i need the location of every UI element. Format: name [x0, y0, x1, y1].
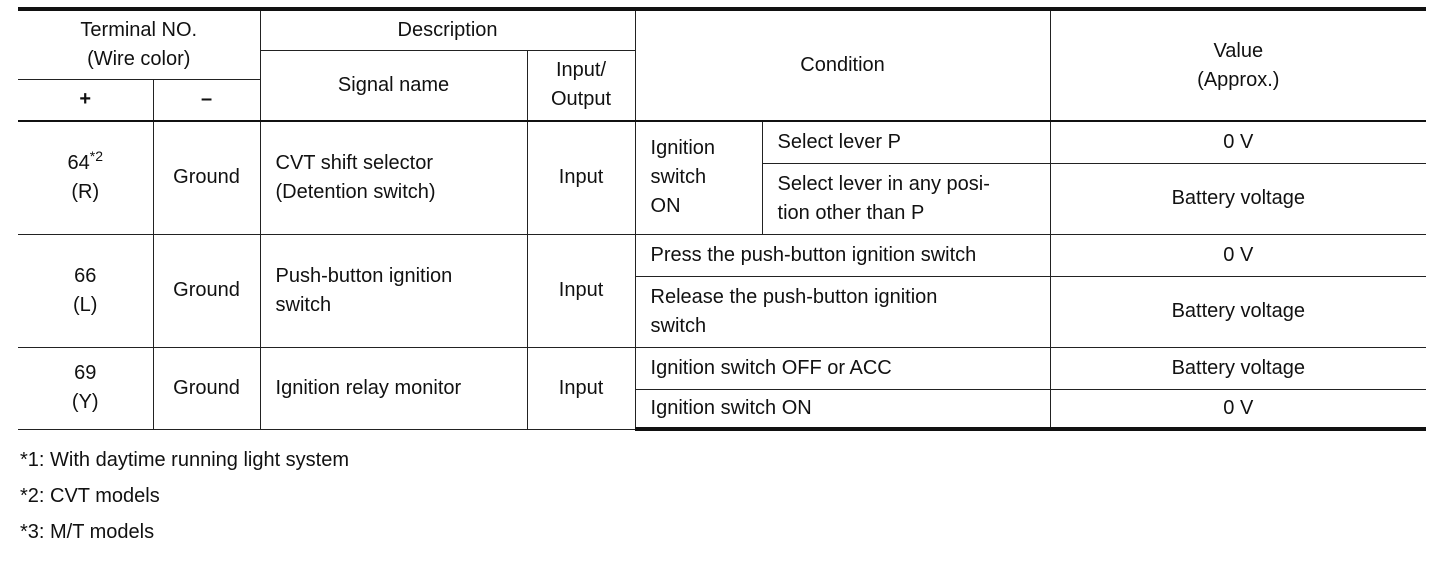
- header-row-2: Signal name Input/ Output: [18, 49, 1426, 122]
- header-value-line1: Value: [1213, 39, 1264, 62]
- condition: Ignition switch OFF or ACC: [634, 346, 1051, 390]
- condition: Press the push-button ignition switch: [634, 233, 1051, 277]
- terminal-cell: 69 (Y): [18, 346, 154, 430]
- io-type: Input: [526, 120, 636, 235]
- condition: Select lever P: [761, 120, 1051, 164]
- header-io-line1: Input/: [556, 59, 607, 82]
- condition-line2: switch: [650, 314, 707, 337]
- header-minus: –: [152, 78, 261, 122]
- footnote-1: *1: With daytime running light system: [20, 449, 350, 471]
- minus-terminal: Ground: [152, 346, 261, 430]
- minus-terminal: Ground: [152, 120, 261, 235]
- header-signal-name: Signal name: [259, 49, 528, 122]
- header-terminal-no-line2: (Wire color): [87, 47, 191, 70]
- table-row: 66 (L) Ground Push-button ignition switc…: [18, 233, 1427, 348]
- header-value-line2: (Approx.): [1197, 68, 1280, 91]
- value: 0 V: [1049, 120, 1427, 164]
- terminal-number: 66: [74, 264, 97, 287]
- condition: Ignition switch ON: [634, 388, 1051, 431]
- header-io-line2: Output: [551, 88, 612, 111]
- condition-line1: Release the push-button ignition: [650, 285, 938, 308]
- value: Battery voltage: [1049, 162, 1427, 235]
- header-plus: +: [18, 78, 154, 122]
- value: 0 V: [1049, 233, 1427, 277]
- value: Battery voltage: [1049, 275, 1427, 348]
- condition-line2: tion other than P: [777, 201, 925, 224]
- signal-name-line1: Push-button ignition: [275, 264, 453, 287]
- signal-name-line2: (Detention switch): [275, 180, 436, 203]
- table-row: Release the push-button ignition switch …: [18, 275, 1427, 348]
- value: 0 V: [1049, 388, 1427, 431]
- condition-group-line2: switch: [650, 166, 707, 189]
- footnote-3: *3: M/T models: [20, 521, 155, 543]
- value: Battery voltage: [1049, 346, 1427, 390]
- table-row: Select lever in any posi- tion other tha…: [18, 162, 1427, 235]
- condition: Release the push-button ignition switch: [634, 275, 1051, 348]
- header-terminal-no: Terminal NO. (Wire color): [18, 7, 261, 80]
- header-row-3: + –: [18, 78, 1426, 122]
- signal-name: Push-button ignition switch: [259, 233, 528, 348]
- header-value: Value (Approx.): [1049, 7, 1427, 122]
- condition-group-line3: ON: [650, 195, 681, 218]
- signal-name-line2: switch: [275, 293, 332, 316]
- table-row: 64*2 (R) Ground CVT shift selector (Dete…: [18, 120, 1427, 235]
- table-row: 69 (Y) Ground Ignition relay monitor Inp…: [18, 346, 1427, 430]
- io-type: Input: [526, 233, 636, 348]
- condition: Select lever in any posi- tion other tha…: [761, 162, 1051, 235]
- terminal-cell: 66 (L): [18, 233, 154, 348]
- terminal-spec-table: Terminal NO. (Wire color) Description Co…: [18, 7, 1427, 431]
- terminal-number: 64: [67, 151, 90, 174]
- terminal-footnote-mark: *2: [89, 147, 103, 164]
- condition-group: Ignition switch ON: [634, 120, 763, 235]
- header-row-1: Terminal NO. (Wire color) Description Co…: [18, 7, 1427, 122]
- table-row: Ignition switch ON 0 V: [18, 388, 1427, 431]
- header-terminal-no-line1: Terminal NO.: [80, 18, 198, 41]
- header-description: Description: [259, 7, 636, 51]
- header-input-output: Input/ Output: [526, 49, 636, 122]
- wire-color: (Y): [71, 391, 99, 413]
- footnote-2: *2: CVT models: [20, 485, 160, 507]
- signal-name-line1: CVT shift selector: [275, 151, 433, 174]
- wire-color: (L): [73, 293, 98, 316]
- minus-terminal: Ground: [152, 233, 261, 348]
- terminal-cell: 64*2 (R): [18, 120, 154, 235]
- wire-color: (R): [71, 180, 100, 203]
- condition-group-line1: Ignition: [650, 137, 716, 160]
- signal-name: CVT shift selector (Detention switch): [259, 120, 528, 235]
- header-condition: Condition: [634, 7, 1051, 122]
- signal-name: Ignition relay monitor: [259, 346, 528, 430]
- io-type: Input: [526, 346, 636, 430]
- condition-line1: Select lever in any posi-: [777, 172, 990, 195]
- terminal-spec-table-wrapper: Terminal NO. (Wire color) Description Co…: [18, 7, 1427, 431]
- terminal-number: 69: [74, 362, 97, 384]
